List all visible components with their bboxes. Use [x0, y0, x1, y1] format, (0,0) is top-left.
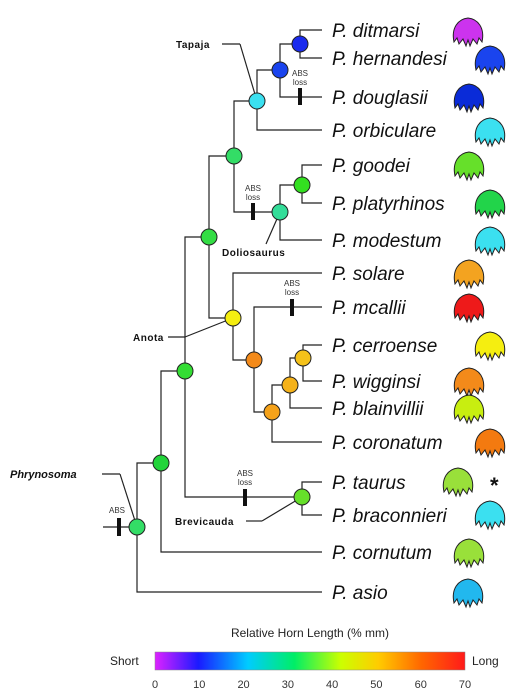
node-cwbc [263, 403, 281, 421]
nodes [128, 35, 312, 536]
abs-loss-label: ABS [237, 469, 253, 478]
node-root [128, 518, 146, 536]
taxon-label: P. platyrhinos [332, 194, 445, 215]
horned-head-icon [453, 83, 485, 114]
color-scale-tick-label: 40 [326, 679, 338, 691]
node-cwb [281, 376, 299, 394]
abs-loss-label: loss [285, 288, 299, 297]
abs-loss-label: loss [293, 78, 307, 87]
clade-label-tapaja: Tapaja [176, 40, 210, 51]
leader-line [119, 473, 138, 528]
color-scale-tick-label: 70 [459, 679, 471, 691]
abs-loss-label: ABS [245, 184, 261, 193]
taxon-label: P. douglasii [332, 88, 429, 109]
node-south [245, 351, 263, 369]
horned-head-icon [474, 45, 506, 76]
taxon-label: P. goodei [332, 156, 411, 177]
color-scale-tick-label: 30 [282, 679, 294, 691]
node-goodei-platyrhinos [293, 176, 311, 194]
horned-head-icon [453, 293, 485, 324]
taxon-label: P. cornutum [332, 543, 432, 564]
color-scale-tick-label: 20 [237, 679, 249, 691]
horned-head-icon [474, 428, 506, 459]
branches [103, 29, 322, 593]
abs-loss-label: loss [238, 478, 252, 487]
horned-head-icon [474, 226, 506, 257]
node-horned-top [225, 147, 243, 165]
horn-icons [442, 17, 506, 609]
legend: Relative Horn Length (% mm) Short Long 0… [110, 626, 499, 691]
taxon-label: P. mcallii [332, 298, 406, 319]
horned-head-icon [474, 117, 506, 148]
horned-head-icon [474, 189, 506, 220]
horned-head-icon [453, 367, 485, 398]
taxon-label: P. modestum [332, 231, 441, 252]
clade-labels: Tapaja Doliosaurus Anota Brevicauda Phry… [10, 40, 303, 528]
legend-short-label: Short [110, 654, 139, 668]
node-cerroense-wigginsi [294, 349, 312, 367]
taxon-labels: P. ditmarsi P. hernandesi P. douglasii P… [332, 21, 448, 604]
abs-loss-bar [251, 203, 255, 220]
clade-label-anota: Anota [133, 333, 164, 344]
abs-loss-bar [243, 489, 247, 506]
node-ditmarsi-hernandesi [291, 35, 309, 53]
taxon-label: P. taurus [332, 473, 406, 494]
color-scale-ticks: 0 10 20 30 40 50 60 70 [152, 679, 471, 691]
horned-head-icon [442, 467, 474, 498]
horned-head-icon [452, 17, 484, 48]
taxon-label: P. wigginsi [332, 372, 421, 393]
legend-long-label: Long [472, 654, 499, 668]
clade-label-doliosaurus: Doliosaurus [222, 248, 285, 259]
clade-label-phrynosoma: Phrynosoma [10, 469, 77, 481]
branch [232, 272, 322, 361]
abs-loss-label: loss [246, 193, 260, 202]
color-scale-tick-label: 0 [152, 679, 158, 691]
taxon-label: P. ditmarsi [332, 21, 420, 42]
leader-line [239, 43, 258, 102]
horned-head-icon [452, 578, 484, 609]
node-dit-her-doug [271, 61, 289, 79]
abs-loss-bar [290, 299, 294, 316]
taxon-label: P. hernandesi [332, 49, 448, 70]
color-scale-tick-label: 10 [193, 679, 205, 691]
abs-loss-label: ABS [292, 69, 308, 78]
taxon-label: P. blainvillii [332, 399, 424, 420]
clade-label-brevicauda: Brevicauda [175, 517, 234, 528]
abs-loss-markers [117, 88, 302, 536]
node-with-brevicauda [176, 362, 194, 380]
node-brevicauda [293, 488, 311, 506]
color-scale-bar [154, 651, 466, 671]
node-tapaja [248, 92, 266, 110]
node-ingroup-top [200, 228, 218, 246]
node-with-cornutum [152, 454, 170, 472]
horned-head-icon [474, 331, 506, 362]
abs-loss-labels: ABS loss ABS loss ABS loss ABS loss ABS [109, 69, 308, 515]
horned-head-icon [453, 259, 485, 290]
abs-loss-label: ABS [284, 279, 300, 288]
abs-root-label: ABS [109, 506, 125, 515]
node-anota [224, 309, 242, 327]
color-scale-tick-label: 60 [415, 679, 427, 691]
horned-head-icon [453, 151, 485, 182]
taxon-label: P. asio [332, 583, 388, 604]
branch [184, 236, 302, 498]
taxon-label: P. braconnieri [332, 506, 448, 527]
taxon-label: P. orbiculare [332, 121, 436, 142]
leader-line [184, 317, 234, 338]
asterisk-mark: * [490, 473, 499, 498]
node-doliosaurus [271, 203, 289, 221]
taxon-label: P. cerroense [332, 336, 437, 357]
horned-head-icon [453, 394, 485, 425]
abs-root-bar [117, 518, 121, 536]
taxon-label: P. solare [332, 264, 405, 285]
branch [256, 69, 322, 131]
horned-head-icon [453, 538, 485, 569]
horned-head-icon [474, 500, 506, 531]
legend-title: Relative Horn Length (% mm) [231, 626, 389, 640]
taxon-label: P. coronatum [332, 433, 443, 454]
branch [253, 306, 322, 413]
color-scale-tick-label: 50 [370, 679, 382, 691]
abs-loss-bar [298, 88, 302, 105]
